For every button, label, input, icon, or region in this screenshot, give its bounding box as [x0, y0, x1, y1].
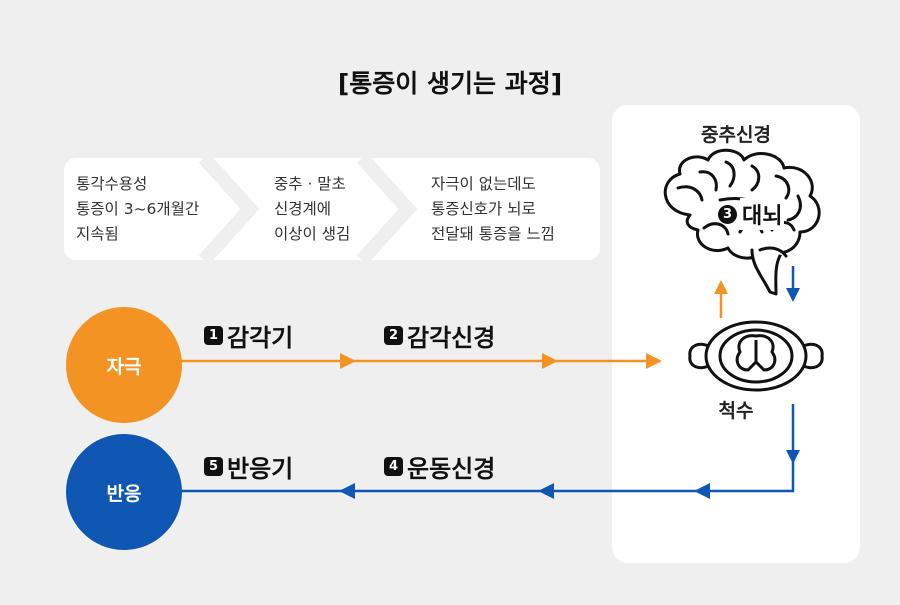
chevron-step-2: 중추 · 말초 신경계에 이상이 생김: [274, 175, 351, 243]
diagram-title: [통증이 생기는 과정]: [337, 69, 563, 98]
chevron-info-bar: [64, 158, 600, 260]
brain-text: 대뇌: [740, 198, 785, 230]
afferent-arrow-1: [340, 353, 356, 369]
spinal-cord-icon: [688, 320, 824, 392]
chevron-step-1: 통각수용성 통증이 3~6개월간 지속됨: [76, 175, 200, 243]
response-circle: 반응: [66, 434, 182, 550]
motor-nerve-label: 운동신경: [407, 455, 496, 483]
brain-label: 3 대뇌: [718, 198, 785, 230]
effector-label: 반응기: [227, 455, 294, 483]
step-motor-nerve: 4 운동신경: [384, 449, 495, 484]
descending-arrow: [786, 288, 800, 302]
spinal-cord-label: 척수: [718, 400, 754, 422]
afferent-arrow-3: [646, 353, 662, 369]
motor-nerve-number-badge: 4: [384, 457, 403, 476]
receptor-label: 감각기: [227, 324, 294, 352]
effector-number-badge: 5: [204, 457, 223, 476]
step-receptor: 1 감각기: [204, 318, 293, 353]
sensory-nerve-label: 감각신경: [407, 324, 496, 352]
efferent-arrow-down: [786, 450, 800, 464]
receptor-number-badge: 1: [204, 326, 223, 345]
brain-number-badge: 3: [718, 204, 737, 224]
chevron-step-3: 자극이 없는데도 통증신호가 뇌로 전달돼 통증을 느낌: [431, 175, 555, 243]
efferent-line: [180, 404, 795, 493]
step-sensory-nerve: 2 감각신경: [384, 318, 495, 353]
sensory-nerve-number-badge: 2: [384, 326, 403, 345]
stimulus-circle: 자극: [66, 307, 182, 423]
afferent-arrow-2: [542, 353, 558, 369]
efferent-arrow-2: [538, 483, 554, 499]
response-label: 반응: [106, 482, 142, 505]
efferent-arrow-1: [694, 483, 710, 499]
stimulus-label: 자극: [106, 355, 142, 378]
central-nervous-title: 중추신경: [701, 124, 771, 146]
ascending-arrow: [714, 280, 728, 294]
step-effector: 5 반응기: [204, 449, 293, 484]
efferent-arrow-3: [339, 483, 355, 499]
